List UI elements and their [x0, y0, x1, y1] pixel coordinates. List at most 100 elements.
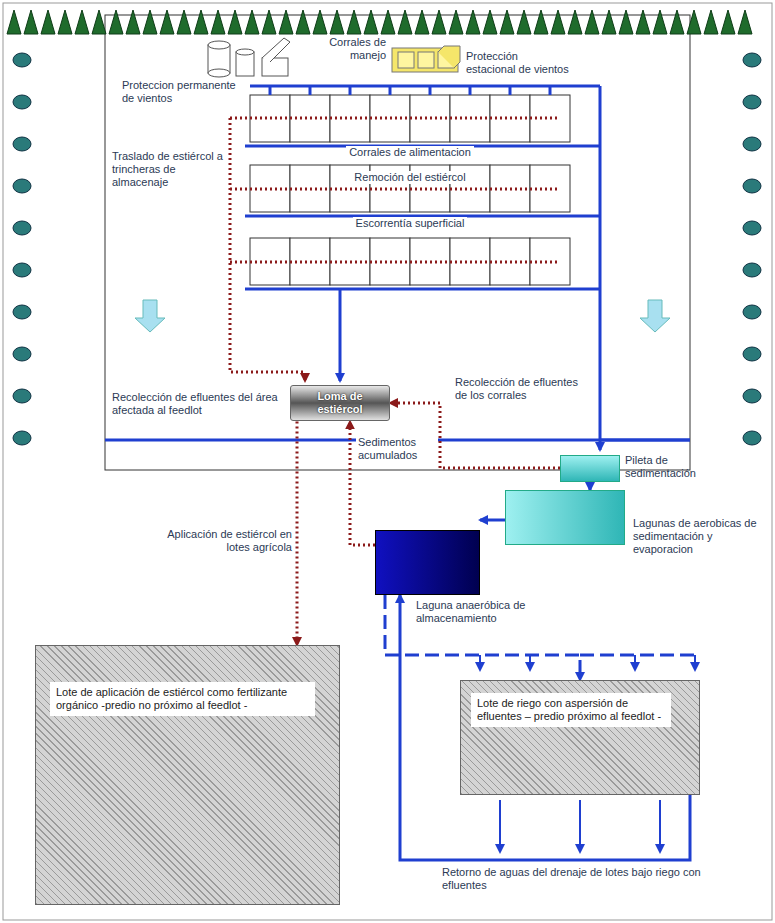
conifer-tree	[636, 10, 650, 34]
tree	[743, 53, 761, 67]
tree	[743, 137, 761, 151]
tree	[13, 221, 31, 235]
annotation-label: Escorrentía superficial	[353, 217, 468, 230]
conifer-tree	[432, 10, 446, 34]
conifer-tree	[279, 10, 293, 34]
tree	[13, 263, 31, 277]
tree-belt	[7, 10, 761, 445]
conifer-tree	[160, 10, 174, 34]
tree	[743, 179, 761, 193]
conifer-tree	[245, 10, 259, 34]
conifer-tree	[313, 10, 327, 34]
feedlot-area	[105, 15, 690, 470]
conifer-tree	[92, 10, 106, 34]
conifer-tree	[381, 10, 395, 34]
conifer-tree	[41, 10, 55, 34]
sedimentation-pit: Pileta de sedimentación	[560, 455, 620, 482]
manure-transfer-lines	[230, 118, 560, 381]
annotation-label: Recolección de efluentes del área afecta…	[112, 391, 284, 417]
conifer-tree	[602, 10, 616, 34]
node-text: Lote de riego con aspersión de efluentes…	[471, 693, 671, 727]
conifer-tree	[143, 10, 157, 34]
flow-connector	[385, 595, 580, 680]
conifer-tree	[364, 10, 378, 34]
tree	[743, 305, 761, 319]
manure-application-plot: Lote de aplicación de estiércol como fer…	[35, 645, 340, 905]
connector-label: Aplicación de estiércol en lotes agrícol…	[140, 528, 294, 554]
conifer-tree	[500, 10, 514, 34]
conifer-tree	[24, 10, 38, 34]
conifer-tree	[75, 10, 89, 34]
node-text: Lagunas de aerobicas de sedimentación y …	[633, 517, 771, 557]
tree	[13, 389, 31, 403]
conifer-tree	[194, 10, 208, 34]
conifer-tree	[517, 10, 531, 34]
flow-connector	[589, 482, 592, 490]
tree	[743, 263, 761, 277]
tree	[13, 53, 31, 67]
conifer-tree	[449, 10, 463, 34]
conifer-tree	[7, 10, 21, 34]
flow-connector	[296, 421, 299, 645]
tree	[13, 305, 31, 319]
annotation-label: Protección estacional de vientos	[466, 50, 570, 76]
annotation-label: Traslado de estiércol a trincheras de al…	[112, 150, 224, 190]
tree	[13, 347, 31, 361]
conifer-tree	[330, 10, 344, 34]
conifer-tree	[126, 10, 140, 34]
annotation-label: Recolección de efluentes de los corrales	[455, 376, 593, 402]
node-text: Loma de estiércol	[294, 390, 386, 416]
conifer-tree	[534, 10, 548, 34]
annotation-label: Corrales de manejo	[312, 36, 386, 62]
annotation-label: Remoción del estiércol	[351, 171, 468, 184]
conifer-tree	[177, 10, 191, 34]
conifer-tree	[347, 10, 361, 34]
feeding-pens	[250, 86, 570, 285]
silo-group	[208, 38, 290, 77]
annotation-label: Proteccion permanente de vientos	[122, 79, 244, 105]
tree	[743, 389, 761, 403]
node-text: Laguna anaeróbica de almacenamiento	[416, 599, 556, 625]
conifer-tree	[228, 10, 242, 34]
conifer-tree	[58, 10, 72, 34]
irrigation-plot: Lote de riego con aspersión de efluentes…	[460, 680, 700, 795]
conifer-tree	[738, 10, 752, 34]
node-text: Lote de aplicación de estiércol como fer…	[50, 682, 315, 716]
manure-pile: Loma de estiércol	[290, 385, 390, 421]
conifer-tree	[585, 10, 599, 34]
tree	[743, 431, 761, 445]
conifer-tree	[653, 10, 667, 34]
tree	[743, 347, 761, 361]
tree	[13, 179, 31, 193]
tree	[743, 221, 761, 235]
effluent-lines	[105, 86, 690, 450]
runoff-arrow	[135, 300, 670, 332]
aerobic-lagoon: Lagunas de aerobicas de sedimentación y …	[505, 490, 625, 545]
tree	[13, 431, 31, 445]
conifer-tree	[670, 10, 684, 34]
conifer-tree	[619, 10, 633, 34]
conifer-tree	[466, 10, 480, 34]
conifer-tree	[483, 10, 497, 34]
conifer-tree	[687, 10, 701, 34]
conifer-tree	[296, 10, 310, 34]
conifer-tree	[551, 10, 565, 34]
outer-frame	[3, 3, 772, 920]
anaerobic-lagoon: Laguna anaeróbica de almacenamiento	[375, 530, 480, 595]
connector-label: Retorno de aguas del drenaje de lotes ba…	[440, 866, 744, 892]
node-text: Pileta de sedimentación	[625, 454, 705, 480]
handling-pens-icon	[392, 46, 460, 72]
tree	[743, 95, 761, 109]
conifer-tree	[211, 10, 225, 34]
flow-connector	[480, 519, 505, 522]
conifer-tree	[398, 10, 412, 34]
conifer-tree	[704, 10, 718, 34]
conifer-tree	[721, 10, 735, 34]
conifer-tree	[109, 10, 123, 34]
conifer-tree	[415, 10, 429, 34]
conifer-tree	[262, 10, 276, 34]
conifer-tree	[568, 10, 582, 34]
annotation-label: Corrales de alimentacion	[346, 146, 474, 159]
tree	[13, 95, 31, 109]
connector-label: Sedimentos acumulados	[356, 436, 438, 462]
